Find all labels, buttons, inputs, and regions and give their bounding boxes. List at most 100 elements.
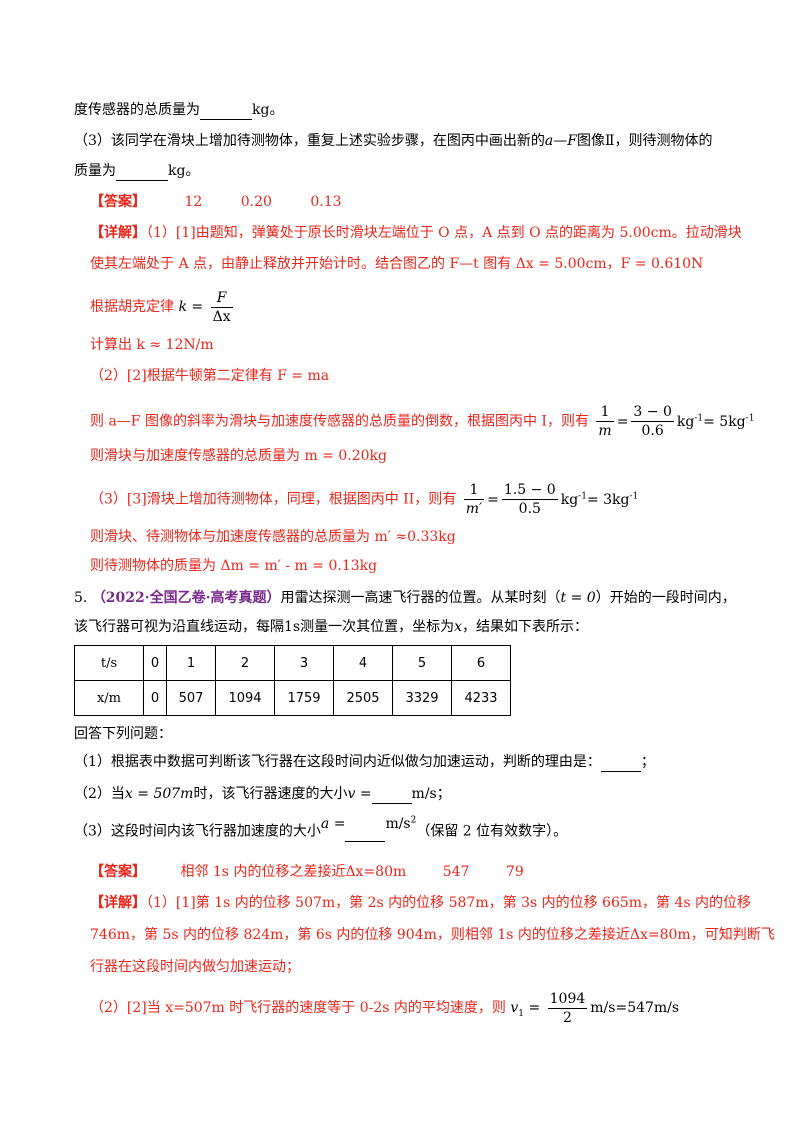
question-source: （2022·全国乙卷·高考真题） xyxy=(91,590,281,606)
q5-stem2-mid: 测量一次其位置，坐标为 xyxy=(300,619,455,635)
q4-part3b-unit: kg。 xyxy=(168,163,200,179)
q5-stem2-text: 该飞行器可视为沿直线运动，每隔 xyxy=(74,619,284,635)
q4-part3b-text: 质量为 xyxy=(74,163,116,179)
q4-detail-1: （1）[1]由题知，弹簧处于原长时滑块左端位于 O 点，A 点到 O 点的距离为… xyxy=(146,225,742,241)
exponent: -1 xyxy=(745,413,755,423)
q5-velocity-line: （2）[2]当 x=507m 时飞行器的速度等于 0-2s 内的平均速度，则 v… xyxy=(90,988,679,1034)
q4-slope-line: 则 a—F 图像的斜率为滑块与加速度传感器的总质量的倒数，根据图丙中 I，则有 … xyxy=(90,398,754,442)
answer-tag: 【答案】 xyxy=(90,194,146,210)
fraction-numerator: F xyxy=(210,289,233,308)
q5-part3: （3）这段时间内该飞行器加速度的大小a =m/s2（保留 2 位有效数字）。 xyxy=(74,815,567,842)
fraction-numerator: 3 − 0 xyxy=(631,404,674,423)
q5-stem-line1: 5. （2022·全国乙卷·高考真题）用雷达探测一高速飞行器的位置。从某时刻（t… xyxy=(74,588,736,608)
exponent: 2 xyxy=(410,815,417,825)
table-header-cell: t/s xyxy=(74,645,144,681)
q5-answer-3: 79 xyxy=(505,864,524,880)
q4-detail-line1: 【详解】（1）[1]由题知，弹簧处于原长时滑块左端位于 O 点，A 点到 O 点… xyxy=(90,223,742,243)
q4-detail-line7: 则滑块与加速度传感器的总质量为 m = 0.20kg xyxy=(90,446,387,466)
unit: m/s xyxy=(411,786,437,802)
q4-detail-line9: 则滑块、待测物体与加速度传感器的总质量为 m′ ≈0.33kg xyxy=(90,527,456,547)
q4-part3-text: （3）该同学在滑块上增加待测物体，重复上述实验步骤，在图丙中画出新的 xyxy=(74,133,545,149)
var-k: k xyxy=(178,299,187,315)
punct: ； xyxy=(436,786,451,802)
dash: — xyxy=(553,133,568,149)
q4-part3-line2: 质量为 kg。 xyxy=(74,161,199,181)
table-cell: 0 xyxy=(143,680,167,716)
var-v: v xyxy=(510,1000,519,1016)
q4-part3-line: （3）该同学在滑块上增加待测物体，重复上述实验步骤，在图丙中画出新的a—F图像Ⅱ… xyxy=(74,131,713,151)
q5-detail-line3: 行器在这段时间内做匀加速运动； xyxy=(90,957,300,977)
q5-part3-text: （3）这段时间内该飞行器加速度的大小 xyxy=(74,823,321,840)
q4-detail-line10: 则待测物体的质量为 Δm = m′ - m = 0.13kg xyxy=(90,556,377,576)
q4-answer-2: 0.20 xyxy=(240,194,272,210)
q5-part2-text: （2）当 xyxy=(74,786,125,802)
q4-detail-line5: （2）[2]根据牛顿第二定律有 F = ma xyxy=(90,366,329,386)
table-cell: 3 xyxy=(274,645,334,681)
fraction-denominator: m xyxy=(598,423,612,440)
q5-stem2-end: ，结果如下表所示： xyxy=(462,619,588,635)
q4-part3-end: 图像Ⅱ，则待测物体的 xyxy=(576,133,713,149)
q4-answer-line: 【答案】 12 0.20 0.13 xyxy=(90,192,342,212)
q5-answer-2: 547 xyxy=(442,864,470,880)
answer-blank xyxy=(371,803,412,804)
var-x: x xyxy=(454,619,462,635)
q5-stem-text: 用雷达探测一高速飞行器的位置。从某时刻（ xyxy=(280,590,561,606)
answer-blank xyxy=(345,840,386,842)
q5-detail-2: 746m，第 5s 内的位移 824m，第 6s 内的位移 904m，则相邻 1… xyxy=(90,927,775,943)
answer-blank xyxy=(600,771,641,772)
exponent: -1 xyxy=(629,491,639,501)
q5-stem-line2: 该飞行器可视为沿直线运动，每隔1s测量一次其位置，坐标为x，结果如下表所示： xyxy=(74,617,588,637)
unit: kg xyxy=(676,413,695,430)
q5-prompt: 回答下列问题： xyxy=(74,724,172,744)
table-cell: 6 xyxy=(451,645,511,681)
unit: m/s xyxy=(385,815,411,832)
table-cell: 1094 xyxy=(215,680,275,716)
table-cell: 2 xyxy=(215,645,275,681)
q5-detail-line2: 746m，第 5s 内的位移 824m，第 6s 内的位移 904m，则相邻 1… xyxy=(90,925,775,945)
detail-tag: 【详解】 xyxy=(90,225,146,241)
hooke-fraction: F Δx xyxy=(210,289,233,326)
unit-group: m/s2 xyxy=(385,815,417,832)
answer-blank xyxy=(200,119,252,120)
q4-part3-calc-text: （3）[3]滑块上增加待测物体，同理，根据图丙中 II，则有 xyxy=(90,491,457,508)
q4-detail-5: （2）[2]根据牛顿第二定律有 F = ma xyxy=(90,368,330,384)
table-cell: 1 xyxy=(166,645,216,681)
q5-detail-1: （1）[1]第 1s 内的位移 507m，第 2s 内的位移 587m，第 3s… xyxy=(146,895,752,911)
q4-detail-9: 则滑块、待测物体与加速度传感器的总质量为 m′ ≈0.33kg xyxy=(90,529,456,545)
exponent: -1 xyxy=(578,491,587,501)
q5-detail-line1: 【详解】（1）[1]第 1s 内的位移 507m，第 2s 内的位移 587m，… xyxy=(90,893,751,913)
answer-blank xyxy=(116,180,168,181)
exponent: -1 xyxy=(694,413,704,423)
fraction-denominator: m′ xyxy=(465,501,483,518)
position-table: t/s 0 1 2 3 4 5 6 x/m 0 507 1094 1759 2 5… xyxy=(74,645,511,716)
fraction-denominator: 0.5 xyxy=(518,501,541,518)
table-row: t/s 0 1 2 3 4 5 6 xyxy=(74,645,511,681)
question-number: 5. xyxy=(74,590,88,606)
q4-detail-line4: 计算出 k ≈ 12N/m xyxy=(90,335,214,355)
q5-part2: （2）当x = 507m时，该飞行器速度的大小v =m/s； xyxy=(74,784,451,804)
table-cell: 1759 xyxy=(274,680,334,716)
table-cell: 5 xyxy=(392,645,452,681)
x-value: x = 507m xyxy=(124,786,194,802)
var-v: v = xyxy=(347,786,372,802)
var-F: F xyxy=(567,133,577,149)
q5-answer-line: 【答案】 相邻 1s 内的位移之差接近Δx=80m 547 79 xyxy=(90,862,524,882)
fraction-numerator: 1 xyxy=(463,481,485,501)
q5-velocity-text: （2）[2]当 x=507m 时飞行器的速度等于 0-2s 内的平均速度，则 xyxy=(90,1000,506,1016)
result: m/s=547m/s xyxy=(590,1000,680,1016)
q5-answer-1: 相邻 1s 内的位移之差接近Δx=80m xyxy=(180,864,407,880)
t-equals-zero: t = 0 xyxy=(560,590,596,606)
q5-part1-text: （1）根据表中数据可判断该飞行器在这段时间内近似做匀加速运动，判断的理由是： xyxy=(74,754,601,770)
table-cell: 4 xyxy=(333,645,393,681)
table-cell: 507 xyxy=(166,680,216,716)
table-header-cell: x/m xyxy=(74,680,144,716)
interval-1s: 1s xyxy=(284,619,301,635)
table-cell: 0 xyxy=(143,645,167,681)
punct: ； xyxy=(640,754,655,770)
var-a: a xyxy=(544,133,554,149)
